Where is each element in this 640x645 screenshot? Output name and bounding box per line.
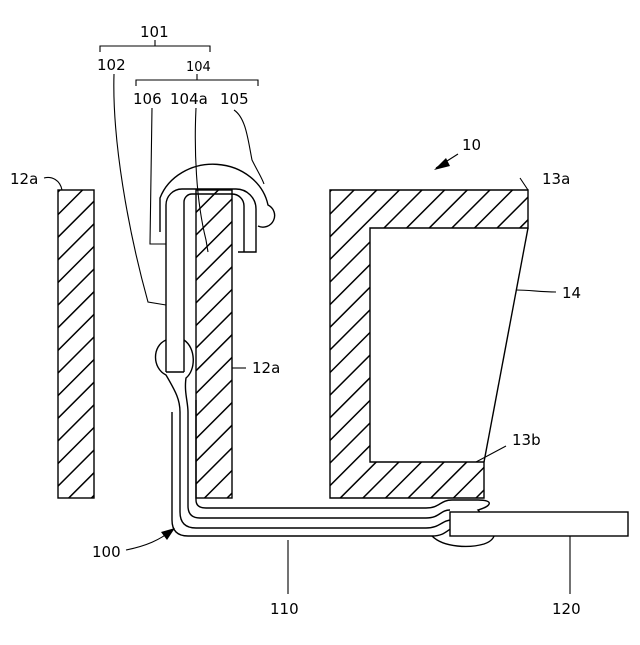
leader-12a-left — [44, 178, 62, 191]
label-100: 100 — [92, 543, 121, 561]
label-120: 120 — [552, 600, 581, 618]
opening-edge-14 — [484, 228, 528, 462]
c-frame-10 — [330, 190, 528, 498]
leader-13a — [520, 178, 528, 190]
label-104a: 104a — [170, 90, 208, 108]
arrow-10-head — [434, 158, 450, 170]
leader-14 — [516, 290, 556, 292]
terminal-120 — [450, 512, 628, 536]
left-wall-12a — [58, 190, 94, 498]
label-12a-left: 12a — [10, 170, 38, 188]
label-101: 101 — [140, 23, 169, 41]
label-14: 14 — [562, 284, 581, 302]
label-10: 10 — [462, 136, 481, 154]
label-13a: 13a — [542, 170, 570, 188]
bracket-104 — [136, 74, 258, 86]
bracket-101 — [100, 40, 210, 52]
seal-bulge-lower-right — [184, 340, 193, 412]
leader-106 — [150, 108, 166, 244]
label-102: 102 — [97, 56, 126, 74]
label-110: 110 — [270, 600, 299, 618]
label-104: 104 — [186, 60, 211, 75]
seal-bulge-lower — [156, 340, 181, 412]
leader-105 — [234, 110, 264, 184]
label-105: 105 — [220, 90, 249, 108]
leader-13b — [476, 446, 506, 462]
leader-102 — [114, 74, 166, 305]
label-12a-right: 12a — [252, 359, 280, 377]
label-106: 106 — [133, 90, 162, 108]
arrow-100-head — [161, 528, 175, 540]
label-13b: 13b — [512, 431, 541, 449]
middle-wall-12a — [196, 190, 232, 498]
